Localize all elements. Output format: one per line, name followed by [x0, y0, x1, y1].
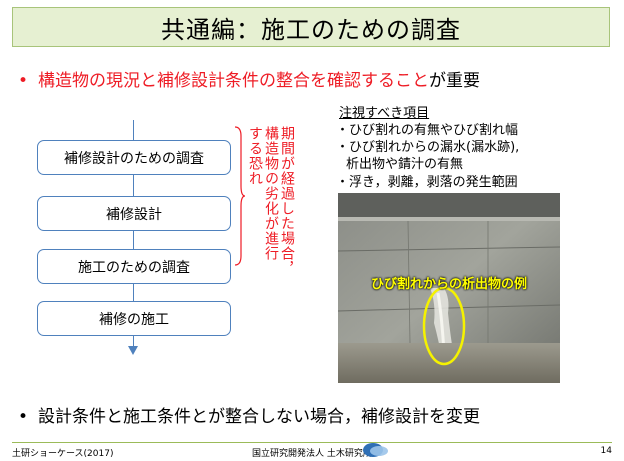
- flow-box-label: 補修の施工: [99, 311, 169, 328]
- flow-arrow-down-icon: [128, 346, 138, 355]
- bullet-1-dot: •: [18, 71, 29, 91]
- watch-item: ・ひび割れからの漏水(漏水跡),: [336, 140, 520, 155]
- flow-box-label: 施工のための調査: [78, 259, 190, 276]
- flow-line: [133, 120, 134, 348]
- watch-item: ・浮き，剥離，剥落の発生範囲: [336, 175, 518, 190]
- slide-title: 共通編：施工のための調査: [161, 15, 461, 44]
- bullet-2-dot: •: [18, 407, 29, 427]
- footer-event: 土研ショーケース(2017): [12, 449, 114, 459]
- bullet-2: • 設計条件と施工条件とが整合しない場合，補修設計を変更: [18, 402, 480, 427]
- pwri-logo-icon: [363, 443, 388, 457]
- efflorescence-photo: ひび割れからの析出物の例: [338, 193, 560, 383]
- brace-icon: [234, 126, 246, 266]
- flow-box-label: 補修設計のための調査: [64, 150, 204, 167]
- watch-item: ・ひび割れの有無やひび割れ幅: [336, 123, 519, 138]
- vertical-note-line-2: 構造物の劣化が進行: [263, 126, 279, 261]
- page-number: 14: [600, 446, 612, 456]
- watch-items-title: 注視すべき項目: [339, 106, 430, 121]
- flow-box-repair-construction: 補修の施工: [37, 301, 231, 336]
- footer-organization: 国立研究開発法人 土木研究所: [252, 449, 372, 459]
- flow-box-design-survey: 補修設計のための調査: [37, 140, 231, 175]
- flow-box-label: 補修設計: [106, 206, 162, 223]
- concrete-wall-image: [338, 193, 560, 383]
- bullet-1-red-text: 構造物の現況と補修設計条件の整合を確認すること: [38, 71, 429, 91]
- vertical-note-line-3: する恐れ: [247, 126, 263, 186]
- vertical-note-line-1: 期間が経過した場合，: [279, 126, 295, 276]
- title-band: 共通編：施工のための調査: [12, 7, 610, 47]
- flow-box-construction-survey: 施工のための調査: [37, 249, 231, 284]
- photo-caption: ひび割れからの析出物の例: [370, 277, 527, 292]
- bullet-2-text: 設計条件と施工条件とが整合しない場合，補修設計を変更: [38, 407, 480, 427]
- bullet-1-black-text: が重要: [429, 71, 480, 91]
- flow-box-repair-design: 補修設計: [37, 196, 231, 231]
- bullet-1: • 構造物の現況と補修設計条件の整合を確認することが重要: [18, 66, 480, 91]
- footer-divider: [12, 442, 612, 443]
- watch-item: 析出物や錆汁の有無: [346, 157, 464, 172]
